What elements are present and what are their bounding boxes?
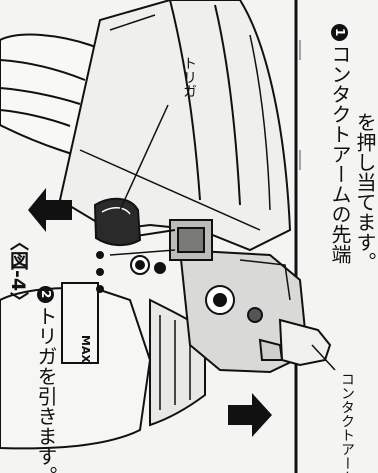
tool-grip: [0, 282, 206, 450]
trigger-leader-line: [119, 104, 169, 211]
contact-arm-leader-line: [311, 344, 336, 371]
trigger-callout-label: トリガ: [181, 56, 197, 98]
step-1-number-badge: 1: [331, 24, 348, 41]
step-2-number-badge: 2: [37, 286, 54, 303]
figure-label: 〈図-4〉: [7, 232, 29, 311]
step-1-text-line2: を押し当てます。: [353, 112, 377, 272]
step-1-instruction: 1 コンタクトアームの先端: [328, 24, 352, 264]
step-1-text-line1: コンタクトアームの先端: [328, 44, 352, 264]
trigger: [93, 197, 142, 246]
press-arrow-icon: [228, 393, 272, 437]
pull-arrow-icon: [28, 188, 72, 232]
tool-body: [58, 0, 292, 252]
contact-arm-callout-label: コンタクトアーム: [339, 372, 355, 473]
brand-logo: MAX: [79, 335, 92, 363]
step-2-instruction: 2 トリガを引きます。: [34, 286, 58, 473]
step-2-text: トリガを引きます。: [34, 306, 58, 473]
tool-nose: [96, 219, 307, 374]
